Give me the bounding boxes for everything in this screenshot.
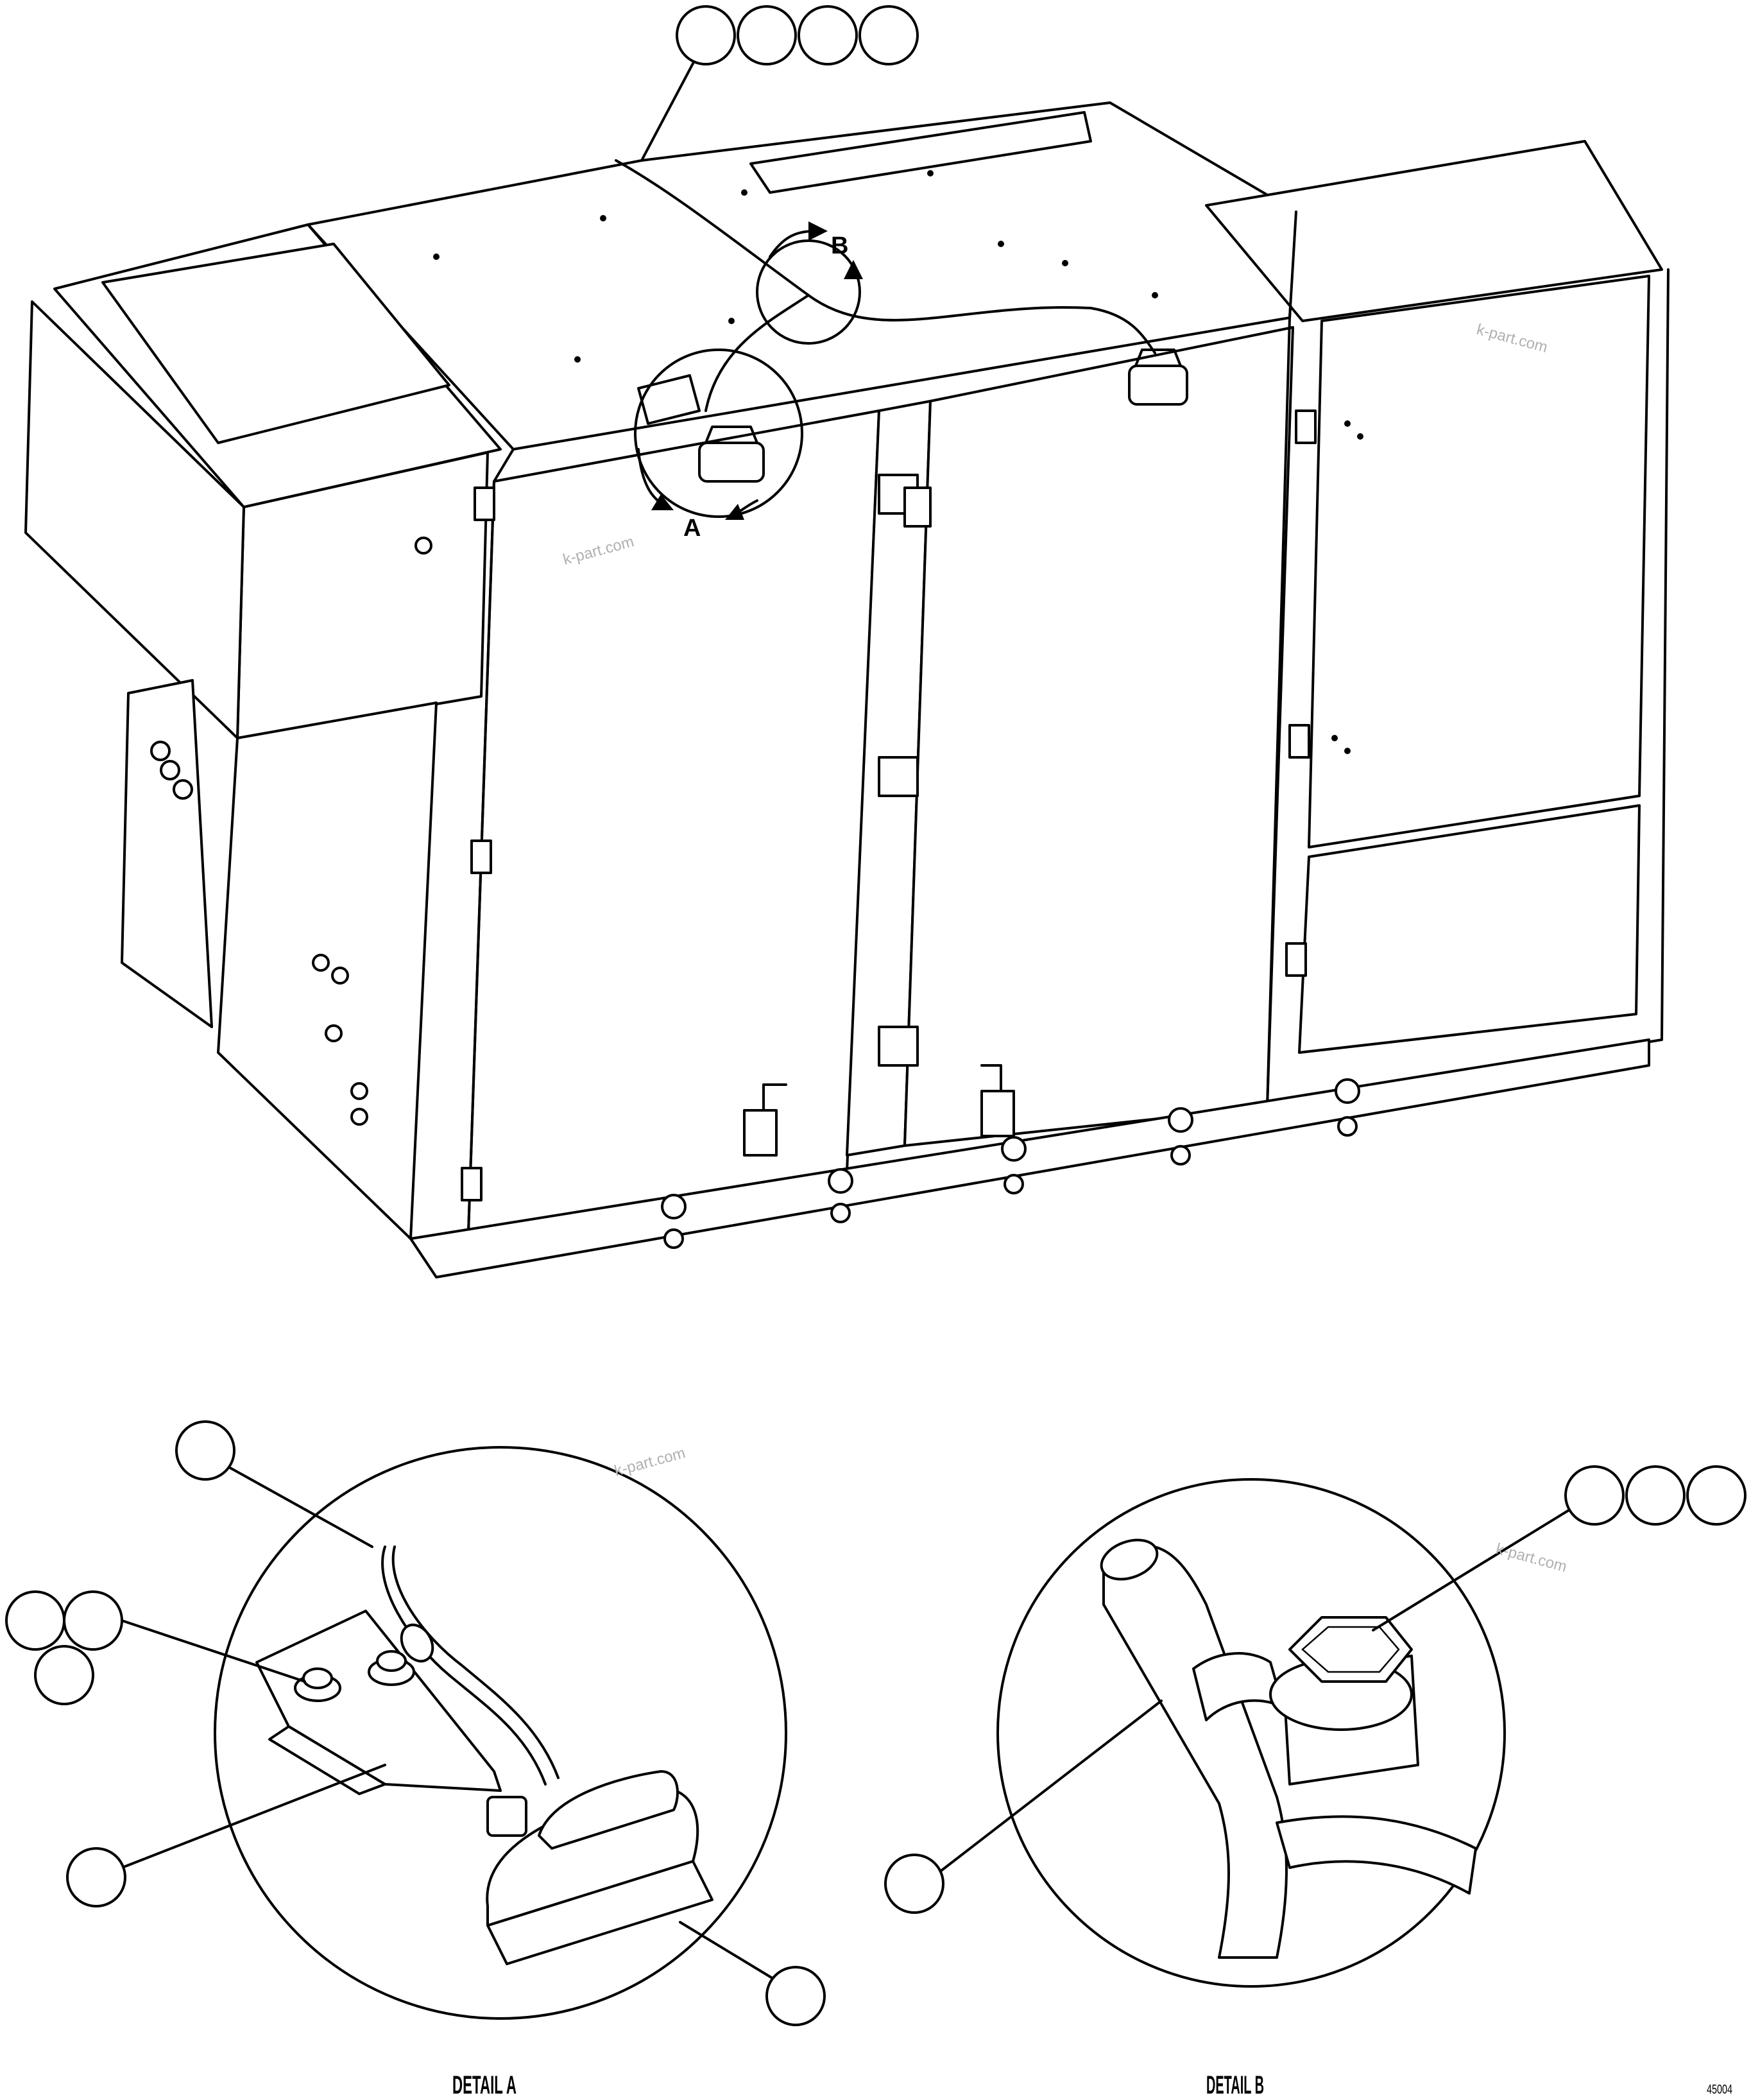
right-door-panel [903,326,1294,1147]
panel-holes [150,170,1363,1126]
top-callout-group [640,5,919,162]
detail-b-circle [996,1478,1506,1988]
detail-a-leader-2 [121,1619,306,1683]
detail-b-callout-3 [1686,1465,1747,1526]
detail-b-bolt [1269,1616,1419,1786]
watermark-detail-b: k-part.com [1494,1540,1568,1576]
detail-a-label: A [683,515,701,542]
left-upper-box-lid [101,243,450,444]
frame-divider [1266,211,1297,1108]
detail-b-callout-2 [1625,1465,1686,1526]
detail-a-callout-5 [66,1847,126,1907]
left-door-panel [467,409,880,1234]
enclosure-assembly: A B k-part.com k-part.com [24,5,1670,1278]
side-door-lower [1298,804,1641,1054]
callout-bubble-3 [798,5,858,65]
detail-a-bracket [255,1610,502,1792]
detail-b-leader-2 [935,1700,1163,1875]
detail-a-cable [381,1545,547,1786]
detail-b-cable [1102,1544,1288,1959]
callout-bubble-4 [858,5,919,65]
detail-a-leader-3 [121,1764,386,1869]
detail-a-callout-4 [34,1645,94,1705]
left-lower-box-side [121,679,213,1028]
lamp-right [1128,349,1188,406]
detail-a-callout-circle [634,349,803,518]
right-top-block [1205,140,1663,322]
door-latches [461,409,1317,1201]
detail-a-callout-3 [63,1590,123,1651]
detail-b-label: B [831,232,848,259]
detail-a-caption: DETAIL A [452,2071,517,2099]
detail-b-callout-1 [1564,1465,1625,1526]
detail-b-callout-4 [884,1854,944,1914]
detail-a-circle [214,1446,787,2020]
roof-plate [749,111,1092,194]
drawing-number: 45004 [1707,2083,1732,2097]
detail-b-leader-1 [1372,1507,1573,1631]
lamp-left [637,374,765,483]
callout-bubble-2 [737,5,797,65]
detail-a-bolts [294,1650,415,1702]
detail-b-view: k-part.com DETAIL B [884,1465,1747,2099]
side-door-upper [1308,275,1650,848]
detail-b-caption: DETAIL B [1206,2071,1264,2099]
detail-a-callout-2 [5,1590,65,1651]
cable-harness [615,159,1156,354]
detail-a-leader-4 [679,1921,787,1988]
detail-a-callout-1 [175,1420,235,1481]
detail-a-callout-6 [765,1966,826,2026]
watermark-detail-a: k-part.com [613,1444,687,1479]
left-lower-box-front [217,701,438,1240]
detail-a-lamp [486,1770,713,1965]
skid-bolts [661,1078,1360,1249]
detail-a-leader-1 [226,1465,373,1548]
callout-bubble-1 [676,5,736,65]
cable-branch [705,294,810,412]
detail-a-view: k-part.com DETAIL A [5,1420,826,2099]
